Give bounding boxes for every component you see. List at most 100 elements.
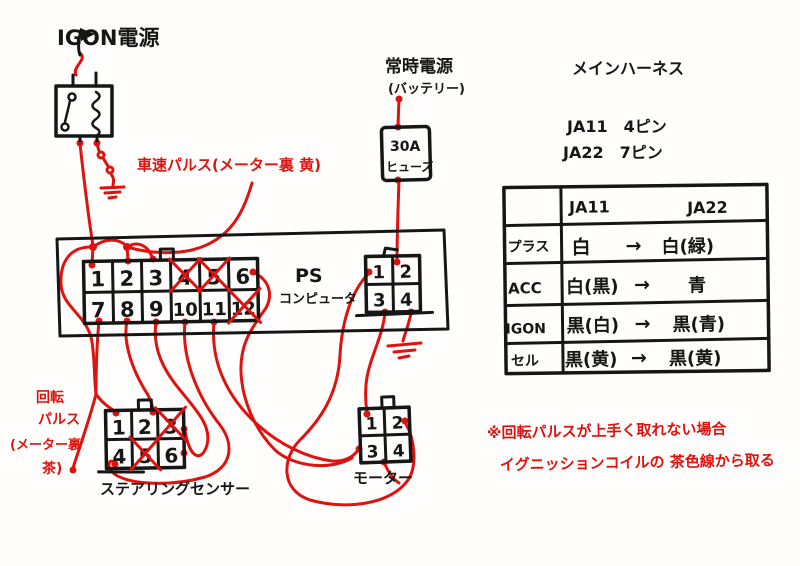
wire bbox=[401, 311, 413, 343]
bottom-note-line: イグニッションコイルの 茶色線から取る bbox=[500, 451, 775, 474]
ja22-pin-count: JA22 7ピン bbox=[562, 143, 663, 162]
pin-number: 3 bbox=[373, 290, 386, 311]
wire bbox=[285, 271, 416, 507]
pin-number: 1 bbox=[90, 267, 105, 291]
crossed-out-pin-marks bbox=[167, 256, 263, 325]
ja11-value: 白 bbox=[571, 236, 590, 259]
ja11-pin-count: JA11 4ピン bbox=[566, 117, 667, 136]
table-row: IGON 黒(白) → 黒(青) bbox=[506, 313, 726, 338]
ja22-value: 黒(黄) bbox=[669, 347, 722, 370]
wire bbox=[153, 320, 210, 458]
wire bbox=[364, 311, 387, 414]
ja22-value: 青 bbox=[688, 275, 706, 296]
ps-computer-label: コンピュータ bbox=[279, 292, 357, 307]
igon-power-source: IGON電源 bbox=[54, 26, 159, 143]
ja11-value: 黒(白) bbox=[566, 314, 619, 337]
ja11-value: 白(黒) bbox=[566, 275, 619, 298]
wire bbox=[109, 172, 116, 187]
ja11-value: 黒(黄) bbox=[565, 348, 618, 371]
harness-table: JA11 JA22 プラス 白 → 白(緑) ACC 白(黒) → 青 IGON… bbox=[502, 182, 771, 376]
pin-number: 3 bbox=[148, 266, 163, 290]
wire bbox=[78, 142, 95, 248]
pin-number: 2 bbox=[399, 262, 412, 283]
rotation-pulse-line: パルス bbox=[38, 412, 80, 428]
switch-contact bbox=[105, 165, 115, 175]
table-row: セル 黒(黄) → 黒(黄) bbox=[511, 347, 722, 371]
row-label: プラス bbox=[508, 239, 550, 256]
wire bbox=[59, 245, 98, 396]
connector-12pin: 1 2 3 4 5 6 7 8 9 10 11 12 bbox=[81, 247, 263, 326]
igon-power-label: IGON電源 bbox=[57, 26, 159, 50]
speed-pulse-note: 車速パルス(メーター裏 黄) bbox=[137, 156, 321, 174]
pin-number: 2 bbox=[138, 415, 152, 439]
pin-number: 1 bbox=[372, 262, 385, 283]
pin-number: 1 bbox=[365, 414, 378, 434]
wire bbox=[91, 238, 129, 249]
fuse-label: 30A bbox=[390, 139, 420, 155]
battery-label: (バッテリー) bbox=[388, 82, 465, 97]
wire-end-flag-icon bbox=[80, 28, 95, 41]
arrow-icon: → bbox=[634, 274, 650, 296]
ps-computer-box: PS コンピュータ 1 2 3 4 5 6 7 8 9 10 11 12 bbox=[55, 228, 450, 338]
pin-number: 9 bbox=[149, 297, 164, 321]
pin-number: 3 bbox=[366, 442, 379, 462]
pin-number: 10 bbox=[173, 300, 198, 321]
wire bbox=[129, 181, 254, 255]
rotation-pulse-line: 茶) bbox=[41, 460, 62, 477]
wire bbox=[239, 270, 354, 468]
ps-computer-label: PS bbox=[295, 265, 323, 287]
relay-symbol bbox=[54, 71, 114, 143]
fuse-box: 30A ヒューズ bbox=[379, 124, 433, 183]
wire bbox=[396, 97, 401, 128]
table-header-ja11: JA11 bbox=[568, 197, 610, 217]
rotation-pulse-line: 回転 bbox=[36, 389, 64, 406]
arrow-icon: → bbox=[631, 347, 647, 369]
pin-number: 2 bbox=[119, 267, 134, 291]
table-row: ACC 白(黒) → 青 bbox=[508, 274, 706, 298]
fuse-label: ヒューズ bbox=[386, 159, 433, 174]
motor-connector: 1 2 3 4 bbox=[357, 395, 413, 465]
ground-symbol bbox=[99, 185, 126, 200]
pin-number: 8 bbox=[120, 298, 135, 322]
steering-sensor-label: ステアリングセンサー bbox=[100, 480, 250, 498]
connector-key-tab bbox=[136, 398, 153, 412]
pin-number: 11 bbox=[202, 299, 227, 320]
arrow-icon: → bbox=[634, 313, 650, 335]
pin-number: 6 bbox=[235, 265, 250, 289]
wire bbox=[73, 51, 84, 77]
pin-number: 1 bbox=[112, 415, 126, 439]
pin-number: 6 bbox=[164, 443, 178, 467]
steering-sensor-connector: 1 2 3 4 5 6 bbox=[97, 398, 188, 474]
wire bbox=[211, 320, 360, 463]
table-row: プラス 白 → 白(緑) bbox=[508, 235, 715, 259]
arrow-icon: → bbox=[625, 235, 641, 257]
rotation-pulse-line: (メーター裏 bbox=[10, 437, 82, 453]
ground-symbol bbox=[386, 341, 423, 360]
pin-number: 4 bbox=[392, 441, 405, 461]
wire bbox=[94, 319, 101, 396]
row-label: IGON bbox=[506, 321, 547, 337]
switch-contact bbox=[96, 150, 106, 160]
connector-key-tab bbox=[382, 246, 399, 258]
motor-label: モーター bbox=[353, 469, 413, 487]
row-label: ACC bbox=[508, 279, 542, 297]
main-harness-title: メインハーネス bbox=[572, 59, 684, 78]
wire bbox=[395, 178, 401, 262]
constant-power-source: 常時電源 (バッテリー) 30A ヒューズ bbox=[379, 56, 465, 183]
connector-key-tab bbox=[158, 247, 175, 262]
ja22-value: 黒(青) bbox=[672, 314, 725, 336]
wire bbox=[101, 156, 110, 168]
bottom-note-line: ※回転パルスが上手く取れない場合 bbox=[487, 420, 728, 442]
rotation-pulse-note: 回転 パルス (メーター裏 茶) bbox=[10, 389, 82, 477]
pin-number: 2 bbox=[391, 413, 404, 433]
pin-number: 4 bbox=[400, 290, 413, 311]
crossed-out-pin-marks bbox=[128, 405, 188, 472]
pin-number: 7 bbox=[91, 298, 106, 322]
wire bbox=[71, 392, 98, 470]
connector-4pin-ps: 1 2 3 4 bbox=[355, 246, 435, 318]
table-header-ja22: JA22 bbox=[686, 198, 728, 218]
constant-power-label: 常時電源 bbox=[385, 56, 453, 77]
pin-number: 4 bbox=[112, 444, 126, 468]
